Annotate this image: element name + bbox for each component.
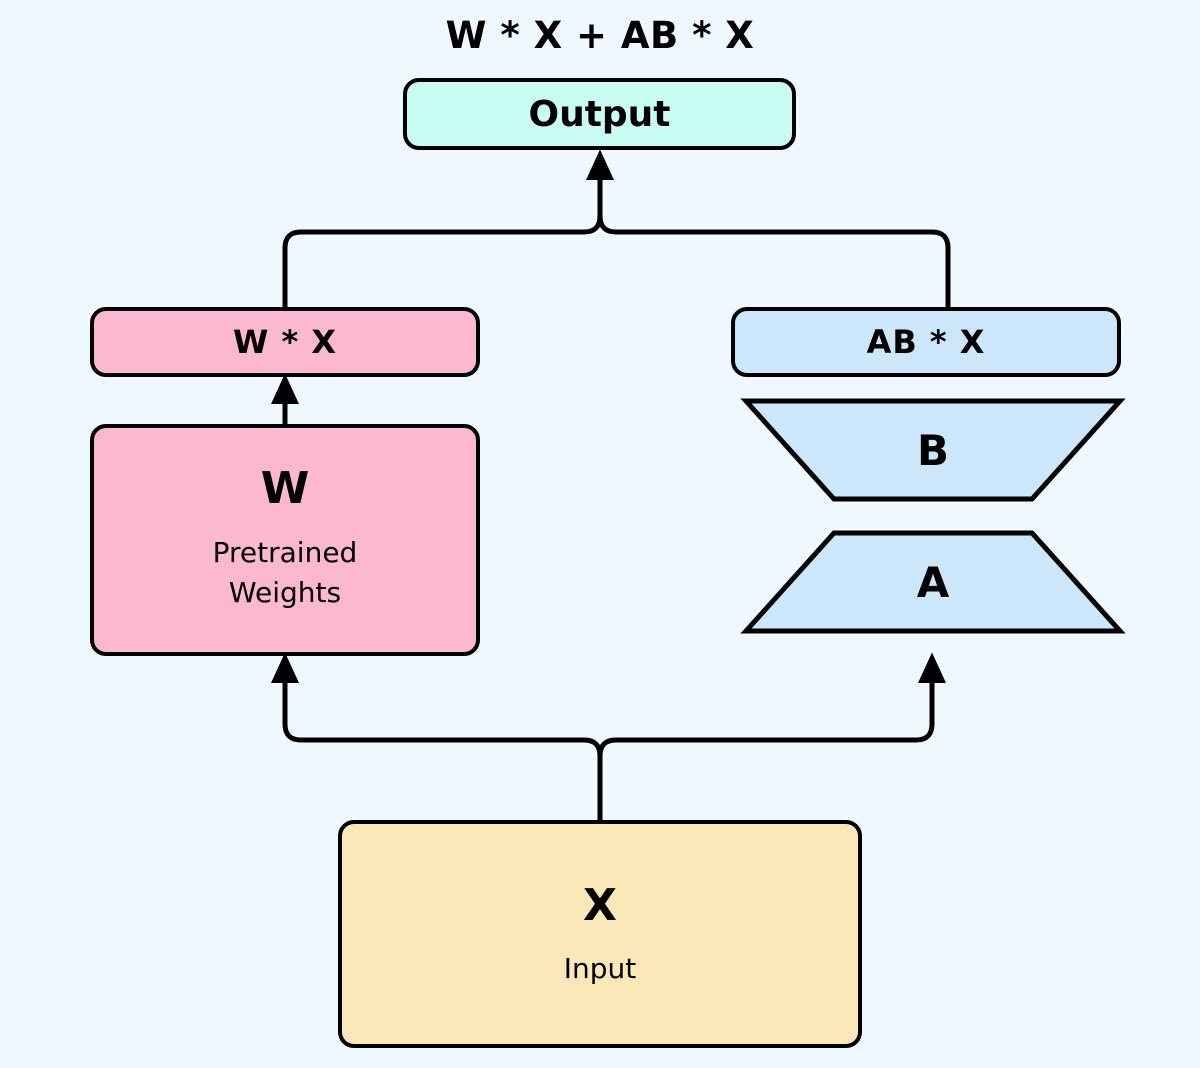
edge-x-to-w (270, 652, 603, 820)
node-pretrained-weights[interactable]: W Pretrained Weights (90, 424, 480, 656)
node-abx-label: AB * X (866, 323, 986, 361)
edge-abx-to-output (597, 172, 951, 307)
node-x-line1: Input (563, 951, 637, 985)
a-trapezoid-shape (740, 530, 1126, 634)
node-x-symbol: X (583, 880, 617, 932)
node-a-trapezoid[interactable]: A (740, 530, 1126, 634)
node-wx-label: W * X (233, 323, 337, 361)
node-input[interactable]: X Input (338, 820, 862, 1048)
node-w-symbol: W (260, 463, 310, 515)
node-w-line1: Pretrained (212, 535, 358, 569)
b-trapezoid-shape (740, 398, 1126, 502)
node-output-label: Output (528, 93, 671, 135)
node-wx[interactable]: W * X (90, 307, 480, 377)
node-output[interactable]: Output (403, 78, 796, 150)
edge-wx-to-output (282, 149, 614, 307)
title-equation: W * X + AB * X (445, 14, 755, 57)
edge-x-to-a (597, 652, 946, 820)
node-abx[interactable]: AB * X (731, 307, 1121, 377)
node-b-trapezoid[interactable]: B (740, 398, 1126, 502)
node-w-line2: Weights (228, 576, 342, 610)
